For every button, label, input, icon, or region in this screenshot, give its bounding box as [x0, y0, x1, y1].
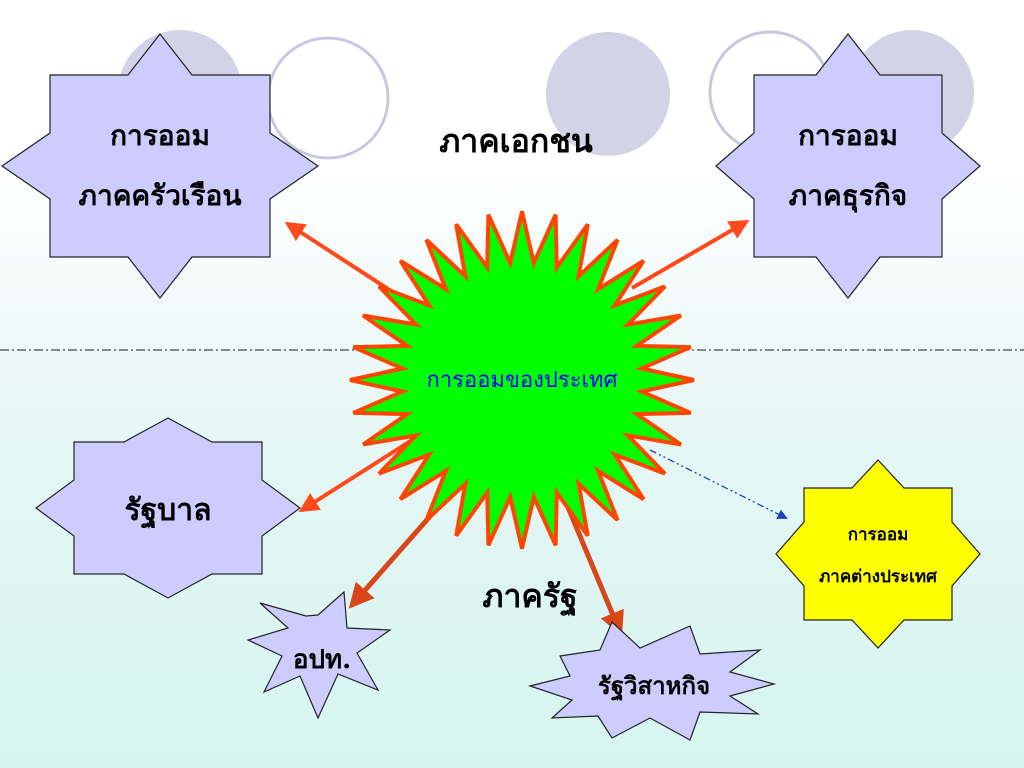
decor-circle — [266, 36, 390, 160]
household-star-shape — [0, 33, 320, 299]
local-gov-label: อปท. — [293, 645, 351, 675]
state-enterprise-burst-shape — [527, 620, 777, 741]
foreign-label-line1: การออม — [848, 525, 909, 545]
household-label-line2: ภาคครัวเรือน — [79, 179, 242, 212]
public-sector-label: ภาครัฐ — [482, 577, 577, 617]
national-savings-node: การออมของประเทศ — [349, 210, 695, 550]
local-gov-burst-shape — [246, 590, 392, 720]
state-enterprise-node: รัฐวิสาหกิจ — [527, 620, 777, 741]
arrow-to-business — [630, 219, 750, 290]
foreign-savings-node: การออม ภาคต่างประเทศ — [775, 459, 981, 649]
business-label-line2: ภาคธุรกิจ — [789, 179, 907, 213]
arrow-to-foreign — [649, 449, 788, 519]
foreign-label-line2: ภาคต่างประเทศ — [819, 567, 938, 587]
household-savings-node: การออม ภาคครัวเรือน — [0, 33, 320, 299]
household-label-line1: การออม — [110, 119, 210, 152]
arrow-to-government — [298, 438, 414, 513]
government-label: รัฐบาล — [125, 493, 212, 530]
government-star-shape — [34, 417, 302, 599]
center-starburst-shape — [349, 210, 695, 550]
decor-circle — [546, 32, 670, 156]
business-star-shape — [715, 33, 981, 299]
center-label: การออมของประเทศ — [427, 368, 618, 393]
business-label-line1: การออม — [798, 119, 898, 152]
government-node: รัฐบาล — [34, 417, 302, 599]
state-enterprise-label: รัฐวิสาหกิจ — [598, 671, 710, 702]
arrow-to-local-gov — [348, 503, 442, 609]
business-savings-node: การออม ภาคธุรกิจ — [715, 33, 981, 299]
private-sector-label: ภาคเอกชน — [439, 122, 593, 160]
arrow-to-state-enterprise — [562, 499, 624, 637]
arrows — [284, 219, 788, 637]
local-gov-node: อปท. — [246, 590, 392, 720]
foreign-star-shape — [775, 459, 981, 649]
